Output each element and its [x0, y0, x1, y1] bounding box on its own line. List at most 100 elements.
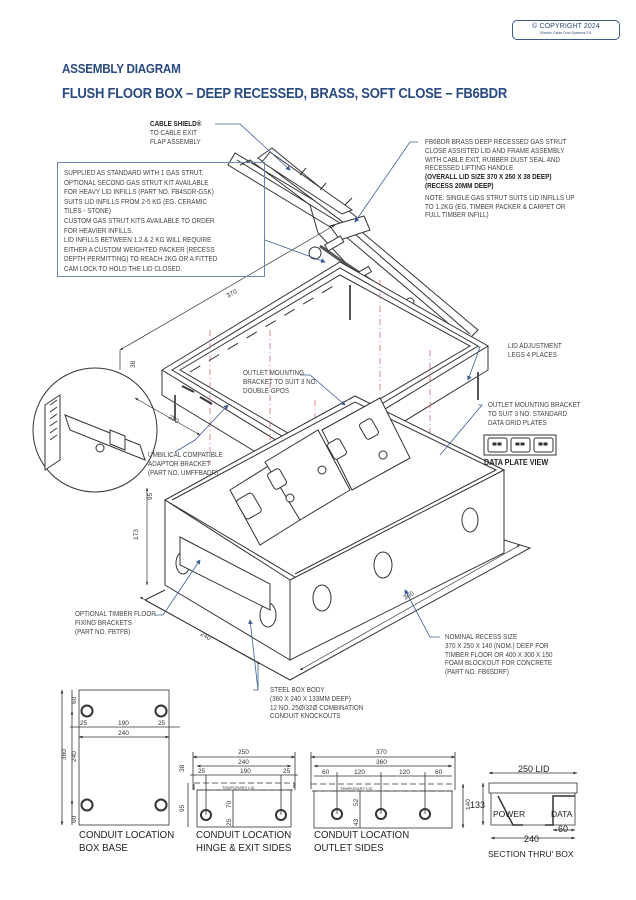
callout-line: STEEL BOX BODY — [270, 685, 325, 694]
callout-line: OUTLET MOUNTING — [243, 368, 305, 377]
callout-outlet-bracket-gpo: OUTLET MOUNTING BRACKET TO SUIT 3 No. DO… — [243, 368, 318, 395]
callout-lid-assembly: FB6BDR BRASS DEEP RECESSED GAS STRUT CLO… — [425, 137, 575, 220]
note-line: CAM LOCK TO HOLD THE LID CLOSED. — [64, 263, 183, 273]
dim-lid-length: 370 — [226, 288, 239, 300]
section-power-label: POWER — [493, 809, 525, 819]
callout-line: (PART No. UMFFBADR) — [148, 467, 219, 477]
callout-line: BRACKET TO SUIT 3 No. — [243, 376, 318, 386]
callout-line: 370 x 250 x 140 (NOM.) DEEP FOR — [445, 640, 549, 650]
copyright-company: Electric Cable Duct Systems P/L — [540, 31, 592, 35]
lid-size-spec: (OVERALL LID SIZE 370 x 250 x 38 DEEP) — [425, 172, 552, 182]
callout-cable-shield: CABLE SHIELD® TO CABLE EXIT FLAP ASSEMBL… — [150, 119, 201, 146]
base-dim-left: 25 — [80, 720, 88, 727]
copyright-badge: © COPYRIGHT 2024 Electric Cable Duct Sys… — [512, 20, 620, 40]
hinge-temp-lid-label: TEMPORARY LID — [222, 785, 255, 790]
note-line: CUSTOM GAS STRUT KITS AVAILABLE TO ORDER — [64, 215, 215, 225]
caption-line: CONDUIT LOCATION — [196, 829, 292, 841]
callout-line: DATA GRID PLATES — [488, 417, 547, 427]
dim-box-length: 360 — [403, 590, 416, 602]
caption-box-base: CONDUIT LOCATION BOX BASE — [79, 829, 174, 855]
note-line: SUPPLIED AS STANDARD WITH 1 GAS STRUT. — [64, 168, 204, 177]
hinge-dim-lid: 250 — [238, 749, 249, 756]
hinge-dim-hole-b: 25 — [226, 818, 233, 826]
callout-steel-box: STEEL BOX BODY (360 x 240 x 133mm DEEP) … — [270, 685, 364, 721]
base-dim-mid: 190 — [118, 720, 129, 727]
hinge-dim-box: 240 — [238, 759, 249, 766]
outlet-dim-upper: 52 — [353, 798, 360, 806]
umbilical-detail-circle — [32, 367, 158, 493]
outlet-dim-box: 360 — [376, 759, 387, 766]
caption-line: BOX BASE — [79, 842, 128, 854]
callout-line: (PART No. FBTFB) — [75, 626, 131, 636]
callout-line: LID ADJUSTMENT — [508, 341, 562, 350]
callout-timber-brackets: OPTIONAL TIMBER FLOOR FIXING BRACKETS (P… — [75, 609, 156, 636]
section-dim-height: 133 — [470, 800, 485, 810]
caption-line: HINGE & EXIT SIDES — [196, 842, 292, 854]
dim-box-height: 95 — [147, 492, 154, 500]
hinge-dim-mid: 190 — [240, 768, 251, 775]
page-subtitle: FLUSH FLOOR BOX – DEEP RECESSED, BRASS, … — [62, 86, 508, 102]
note-line: EITHER A CUSTOM WEIGHTED PACKER (RECESS — [64, 244, 215, 254]
callout-lid-legs: LID ADJUSTMENT LEGS 4 PLACES — [508, 341, 562, 360]
view-box-base — [60, 689, 180, 826]
hinge-dim-hole-h: 70 — [226, 800, 233, 808]
callout-line: TO CABLE EXIT — [150, 127, 197, 137]
dim-box-width: 240 — [199, 631, 212, 643]
gas-strut-note-box: SUPPLIED AS STANDARD WITH 1 GAS STRUT. O… — [57, 162, 265, 277]
callout-line: WITH CABLE EXIT, RUBBER DUST SEAL AND — [425, 154, 560, 164]
dim-lid-depth: 38 — [130, 360, 137, 368]
callout-line: (360 x 240 x 133mm DEEP) — [270, 693, 351, 703]
base-dim-top: 60 — [71, 696, 78, 704]
hinge-dim-right: 25 — [283, 768, 291, 775]
callout-line: FIXING BRACKETS — [75, 617, 132, 627]
callout-line: OPTIONAL TIMBER FLOOR — [75, 609, 156, 618]
section-dim-data-w: 60 — [558, 824, 568, 834]
callout-line: CONDUIT KNOCKOUTS — [270, 711, 341, 721]
dim-lid-width: 250 — [167, 414, 180, 426]
gas-strut-note: SUPPLIED AS STANDARD WITH 1 GAS STRUT. O… — [64, 168, 235, 274]
data-plate-view — [483, 434, 557, 456]
section-dim-lid: 250 LID — [518, 764, 550, 774]
hinge-dim-box-h: 95 — [179, 804, 186, 812]
callout-line: RECESSED LIFTING HANDLE — [425, 163, 514, 173]
data-plate-view-label: DATA PLATE VIEW — [484, 458, 549, 467]
callout-line: TIMBER FLOOR OR 400 x 300 x 150 — [445, 649, 553, 659]
outlet-dim-s2: 120 — [354, 769, 365, 776]
caption-line: CONDUIT LOCATION — [79, 829, 175, 841]
note-line: FOR HEAVY LID INFILLS (PART NO. FB4SDR-G… — [64, 187, 214, 197]
base-dim-bottom: 60 — [71, 815, 78, 823]
caption-outlet-sides: CONDUIT LOCATION OUTLET SIDES — [314, 829, 409, 855]
note-line: OPTIONAL SECOND GAS STRUT KIT AVAILABLE — [64, 177, 209, 187]
leader-lines — [155, 123, 483, 691]
callout-line: FB6BDR BRASS DEEP RECESSED GAS STRUT — [425, 137, 567, 146]
outlet-dim-s4: 60 — [435, 769, 443, 776]
callout-line: TO SUIT 3 No. STANDARD — [488, 408, 568, 418]
outlet-dim-s1: 60 — [322, 769, 330, 776]
page-title: ASSEMBLY DIAGRAM — [62, 61, 181, 76]
callout-line: LEGS 4 PLACES — [508, 349, 557, 359]
outlet-dim-lid: 370 — [376, 749, 387, 756]
outlet-dim-height: 140 — [465, 799, 472, 810]
view-section — [481, 771, 578, 840]
base-dim-inner: 240 — [71, 751, 78, 762]
callout-line: FULL TIMBER INFILL) — [425, 210, 489, 220]
callout-umbilical: UMBILICAL COMPATIBLE ADAPTOR BRACKET (PA… — [148, 450, 223, 477]
iso-dimensions — [119, 224, 521, 671]
note-line: TILES - STONE) — [64, 206, 111, 216]
caption-line: OUTLET SIDES — [314, 842, 384, 854]
note-line: DEPTH PERMITTING) TO REACH 2KG OR A FITT… — [64, 254, 218, 264]
callout-line: ADAPTOR BRACKET — [148, 458, 211, 468]
callout-line: OUTLET MOUNTING BRACKET — [488, 400, 581, 409]
caption-section: SECTION THRU' BOX — [488, 849, 574, 859]
view-outlet-sides — [310, 752, 465, 829]
section-data-label: DATA — [551, 809, 573, 819]
callout-line: 12 No. 25ø/32ø COMBINATION — [270, 702, 364, 712]
caption-line: CONDUIT LOCATION — [314, 829, 410, 841]
base-dim-right: 25 — [158, 720, 166, 727]
outlet-temp-lid-label: TEMPORARY LID — [340, 786, 373, 791]
hinge-dim-left: 25 — [198, 768, 206, 775]
callout-line: CLOSE ASSISTED LID AND FRAME ASSEMBLY — [425, 145, 565, 155]
caption-hinge-sides: CONDUIT LOCATION HINGE & EXIT SIDES — [196, 829, 291, 855]
